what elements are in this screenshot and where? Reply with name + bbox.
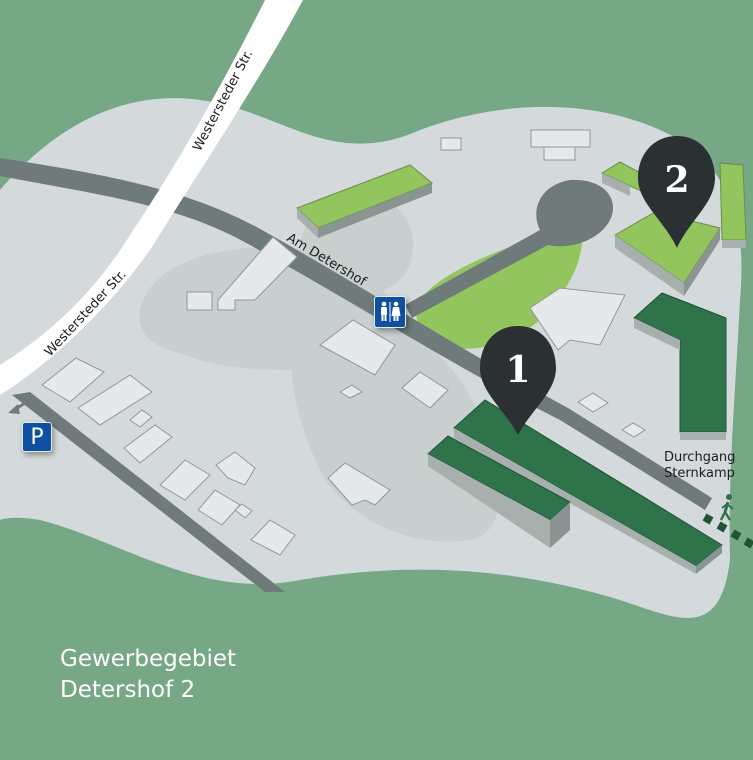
building-white bbox=[41, 129, 646, 556]
parking-label: P bbox=[30, 425, 44, 450]
toilet-figures-icon bbox=[381, 301, 401, 322]
toilet-sign-icon bbox=[374, 296, 406, 328]
arrow-left-down-icon bbox=[8, 398, 31, 414]
passage-path bbox=[702, 513, 753, 549]
pedestrian-icon bbox=[719, 494, 734, 521]
building-dark-green-l bbox=[633, 292, 727, 440]
building-light-green-4 bbox=[614, 211, 721, 296]
road-lower bbox=[12, 392, 285, 592]
passage-label-line1: Durchgang bbox=[664, 450, 736, 465]
map-title-line2: Detershof 2 bbox=[60, 677, 196, 703]
passage-label-line2: Sternkamp bbox=[664, 466, 735, 481]
building-dark-green-long bbox=[453, 399, 723, 574]
building-light-green-3 bbox=[719, 162, 747, 248]
marker-2-label: 2 bbox=[664, 159, 689, 201]
parking-sign-icon: P bbox=[22, 422, 52, 452]
passage-label: Durchgang Sternkamp bbox=[664, 450, 735, 482]
location-marker-2[interactable]: 2 bbox=[638, 136, 715, 248]
cul-de-sac bbox=[405, 179, 614, 318]
building-dark-green-short bbox=[427, 435, 571, 548]
road-westersteder bbox=[0, 0, 303, 395]
map-title: Gewerbegebiet Detershof 2 bbox=[60, 644, 236, 706]
map-title-line1: Gewerbegebiet bbox=[60, 646, 237, 672]
marker-1-label: 1 bbox=[505, 349, 530, 391]
building-light-green-1 bbox=[296, 164, 433, 238]
location-marker-1[interactable]: 1 bbox=[480, 326, 556, 435]
